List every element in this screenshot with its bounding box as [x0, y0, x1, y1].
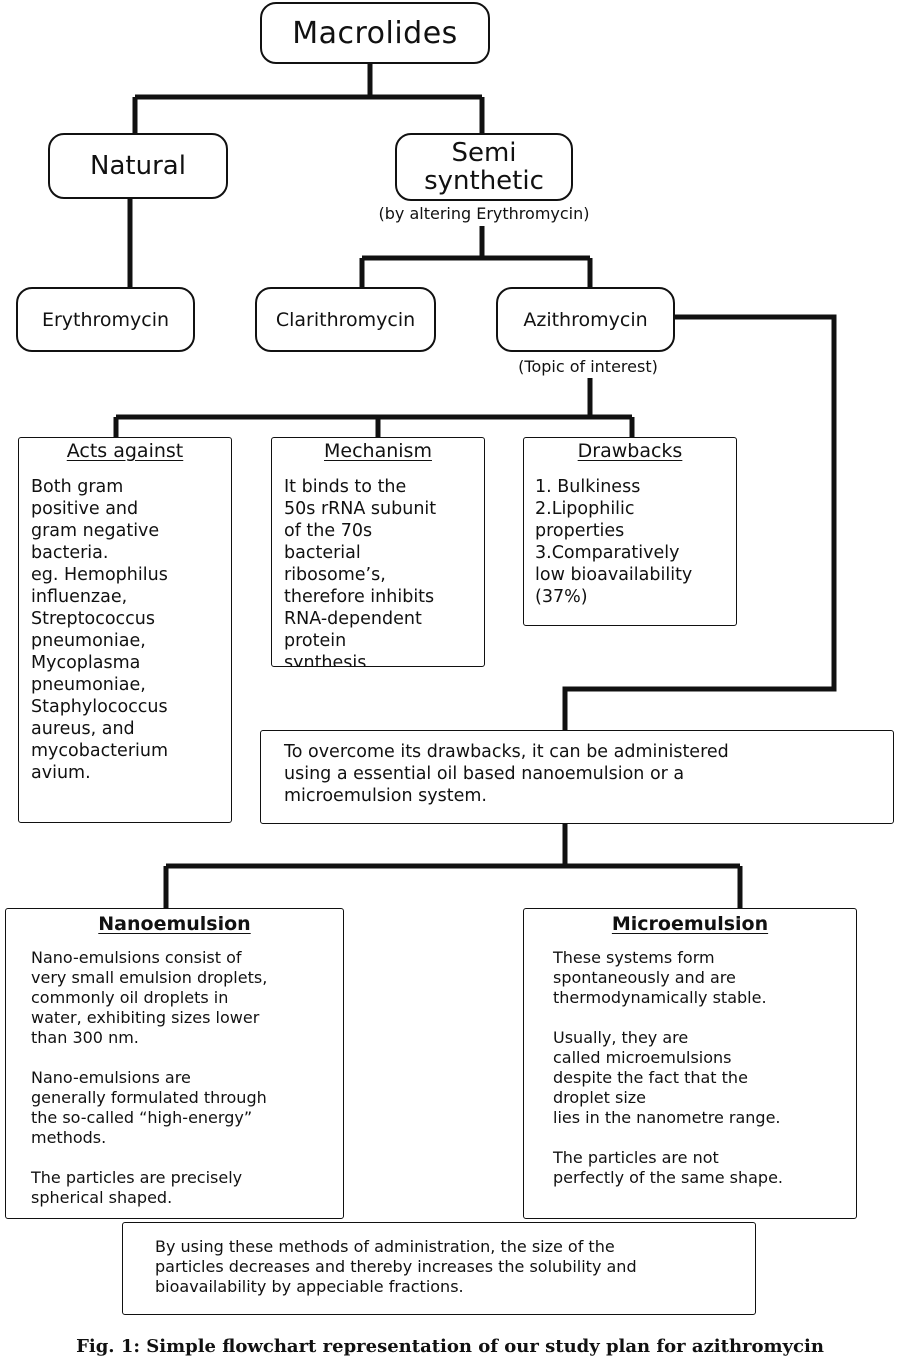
clarithromycin-node: Clarithromycin [255, 287, 436, 352]
mechanism-text: It binds to the 50s rRNA subunit of the … [284, 477, 437, 667]
macrolides-label: Macrolides [292, 15, 458, 51]
drawbacks-box: Drawbacks 1. Bulkiness 2.Lipophilic prop… [523, 437, 737, 626]
mechanism-box: Mechanism It binds to the 50s rRNA subun… [271, 437, 485, 667]
nanoemulsion-box: Nanoemulsion Nano-emulsions consist of v… [5, 908, 344, 1219]
semi-synthetic-label: Semi synthetic [424, 138, 544, 196]
mechanism-title: Mechanism [324, 440, 432, 462]
figure-caption: Fig. 1: Simple flowchart representation … [76, 1336, 824, 1357]
microemulsion-box: Microemulsion These systems form spontan… [523, 908, 857, 1219]
clarithromycin-label: Clarithromycin [275, 308, 416, 331]
acts-against-title: Acts against [66, 440, 184, 462]
drawbacks-text: 1. Bulkiness 2.Lipophilic properties 3.C… [535, 477, 693, 607]
microemulsion-title: Microemulsion [611, 913, 769, 935]
semi-synthetic-note: (by altering Erythromycin) [378, 204, 590, 223]
erythromycin-node: Erythromycin [16, 287, 195, 352]
drawbacks-title: Drawbacks [577, 440, 683, 462]
acts-against-box: Acts against Both gram positive and gram… [18, 437, 232, 823]
macrolides-node: Macrolides [260, 2, 490, 64]
azithromycin-label: Azithromycin [523, 308, 648, 331]
natural-label: Natural [90, 151, 186, 181]
connector [562, 314, 837, 730]
acts-against-text: Both gram positive and gram negative bac… [31, 477, 169, 783]
microemulsion-text: These systems form spontaneously and are… [553, 948, 783, 1187]
azithromycin-node: Azithromycin [496, 287, 675, 352]
overcome-text: To overcome its drawbacks, it can be adm… [284, 742, 729, 806]
overcome-box: To overcome its drawbacks, it can be adm… [260, 730, 894, 824]
semi-synthetic-node: Semi synthetic [395, 133, 573, 201]
conclusion-text: By using these methods of administration… [155, 1237, 637, 1296]
azithromycin-note: (Topic of interest) [518, 357, 658, 376]
erythromycin-label: Erythromycin [41, 308, 170, 331]
natural-node: Natural [48, 133, 228, 199]
nanoemulsion-text: Nano-emulsions consist of very small emu… [31, 948, 268, 1207]
conclusion-box: By using these methods of administration… [122, 1222, 756, 1315]
nanoemulsion-title: Nanoemulsion [98, 913, 251, 935]
